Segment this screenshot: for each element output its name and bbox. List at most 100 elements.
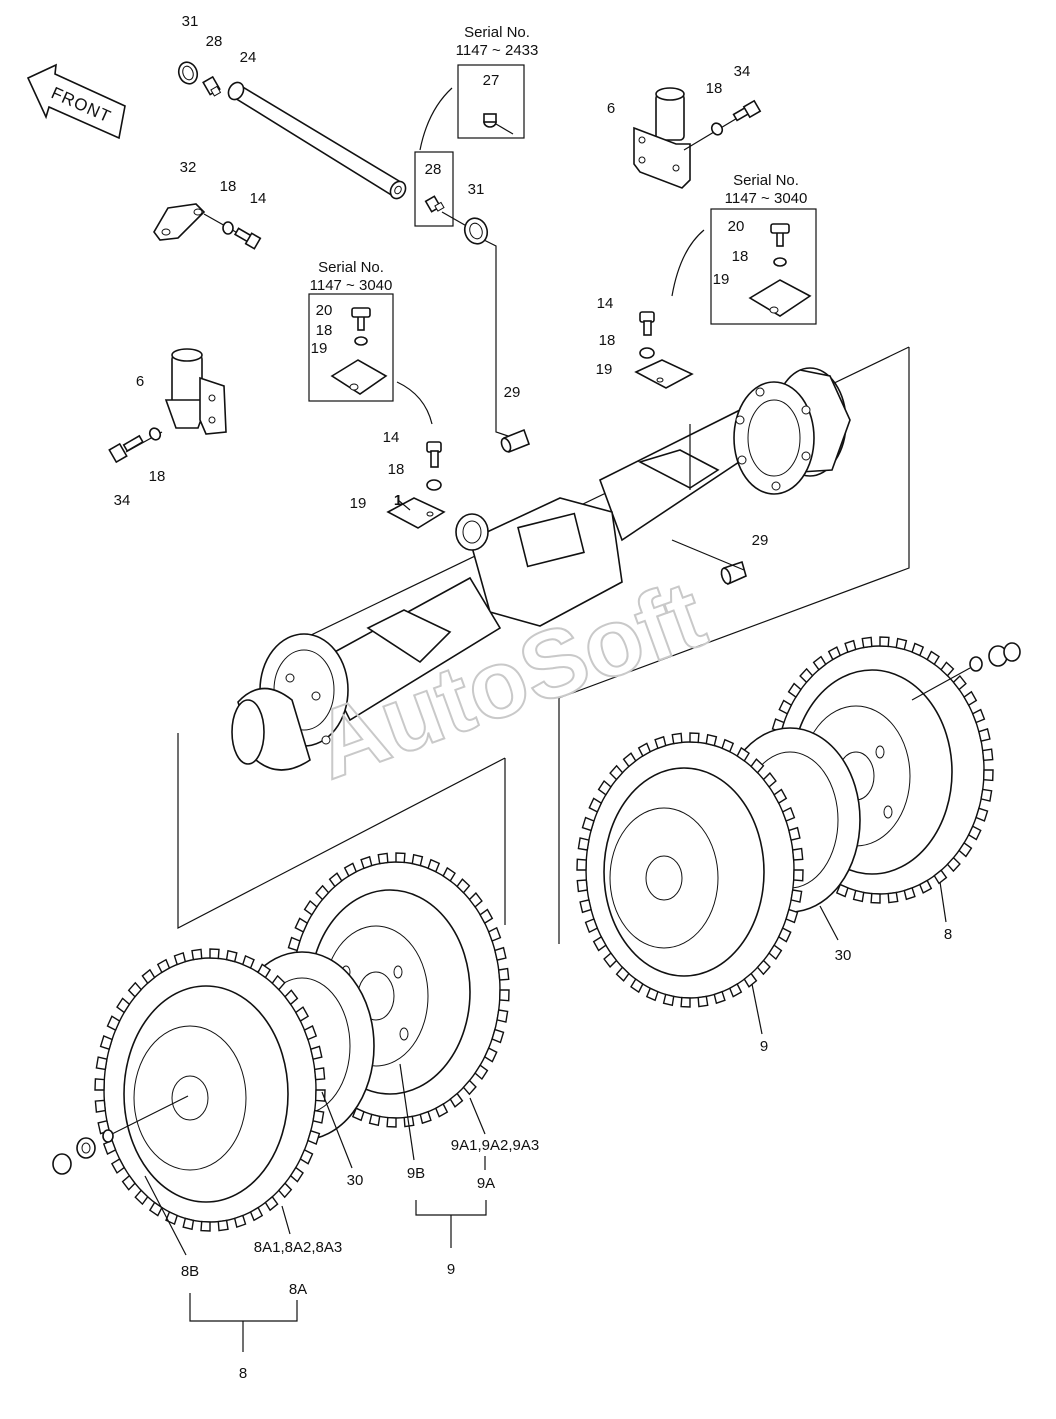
callout-curve-2 [396,381,433,425]
serial-box-1: Serial No. 1147 ~ 2433 [456,24,538,139]
grease-fitting-28-upper [202,75,222,97]
tread-lug [622,752,637,768]
label-9-b: 9 [760,1038,768,1055]
label-18-f: 18 [149,468,166,485]
washer-18-b [710,122,724,136]
tread-lug [351,1107,365,1122]
tread-lug [309,1045,323,1061]
tread-lug [778,699,793,715]
washer-18-e [639,347,655,359]
tread-lug [584,918,599,934]
leader-8B [144,1175,187,1256]
tread-lug [368,1113,381,1127]
label-20-b: 20 [728,218,745,235]
left-tire-8 [94,948,326,1232]
tread-lug [736,746,750,762]
label-29-a: 29 [504,384,521,401]
label-20-a: 20 [316,302,333,319]
tread-lug [911,642,925,657]
tread-lug [264,1195,279,1212]
serial-title-3: Serial No. [733,172,799,189]
label-29-b: 29 [752,532,769,549]
tread-lug [835,883,849,898]
label-18-b: 18 [706,80,723,97]
sensor-6-lower [164,348,227,435]
pad-19-d [386,497,446,529]
tread-lug [952,674,967,691]
label-18-g: 18 [388,461,405,478]
label-1: 1 [394,492,402,509]
tread-lug [785,908,799,924]
tread-lug [777,927,792,943]
tread-lug [468,892,483,908]
tread-lug [474,1064,489,1081]
tread-lug [442,866,456,882]
left-nut-washer [52,1129,114,1175]
axle-housing [177,346,910,944]
tread-lug [191,948,203,961]
leader-nut-right [911,667,971,701]
tread-lug [249,1206,264,1222]
tread-lug [116,997,131,1014]
leader-9A [469,1097,486,1135]
bushing-29-lower [720,560,747,586]
tread-lug [95,1056,108,1071]
fitting-28-box [414,151,454,227]
tread-lug [99,1035,113,1051]
tread-lug [395,852,406,864]
tread-lug [307,1129,321,1145]
label-30-b: 30 [835,947,852,964]
tread-lug [241,954,255,969]
tread-lug [680,996,691,1008]
tread-lug [615,966,630,982]
bracket-8 [189,1293,298,1322]
leader-9-right [751,983,763,1035]
tread-lug [462,1079,477,1096]
tread-lug [102,1139,117,1155]
serial-range-3: 1147 ~ 3040 [725,190,808,207]
label-9-a: 9 [447,1261,455,1278]
label-14-a: 14 [250,190,267,207]
tread-lug [419,1110,432,1125]
tread-lug [812,655,827,671]
leader-8A [281,1205,291,1235]
tread-lug [592,935,607,952]
tread-lug [173,951,187,966]
leader-nut-left [111,1095,189,1135]
tread-lug [576,879,589,893]
label-34-a: 34 [734,63,751,80]
tread-lug [182,1217,195,1231]
tread-lug [303,1025,318,1041]
bolt-14-a [233,227,262,250]
tread-lug [756,959,771,976]
label-19-c: 19 [596,361,613,378]
tread-lug [289,1166,304,1183]
tread-lug [662,993,675,1007]
callout-curve-1 [419,87,453,151]
tread-lug [588,797,603,813]
tread-lug [94,1099,107,1113]
tread-lug [713,990,726,1005]
label-6-b: 6 [136,373,144,390]
tread-lug [697,995,709,1008]
label-19-a: 19 [311,340,328,357]
tread-lug [287,936,301,952]
label-8A-sub: 8A1,8A2,8A3 [254,1239,342,1256]
tread-lug [277,1182,293,1199]
serial-title-2: Serial No. [318,259,384,276]
tread-lug [303,899,318,916]
tread-lug [94,1078,106,1091]
label-18-d: 18 [732,248,749,265]
tread-lug [134,1189,149,1206]
tread-lug [750,758,765,774]
tread-lug [689,732,700,744]
tread-lug [110,1158,126,1174]
tread-lug [861,636,873,649]
tread-lug [217,1219,229,1232]
tread-lug [141,968,156,985]
label-19-b: 19 [713,271,730,288]
label-18-e: 18 [599,332,616,349]
tread-lug [781,806,796,822]
sensor-6-upper [633,87,691,189]
tread-lug [879,636,890,648]
